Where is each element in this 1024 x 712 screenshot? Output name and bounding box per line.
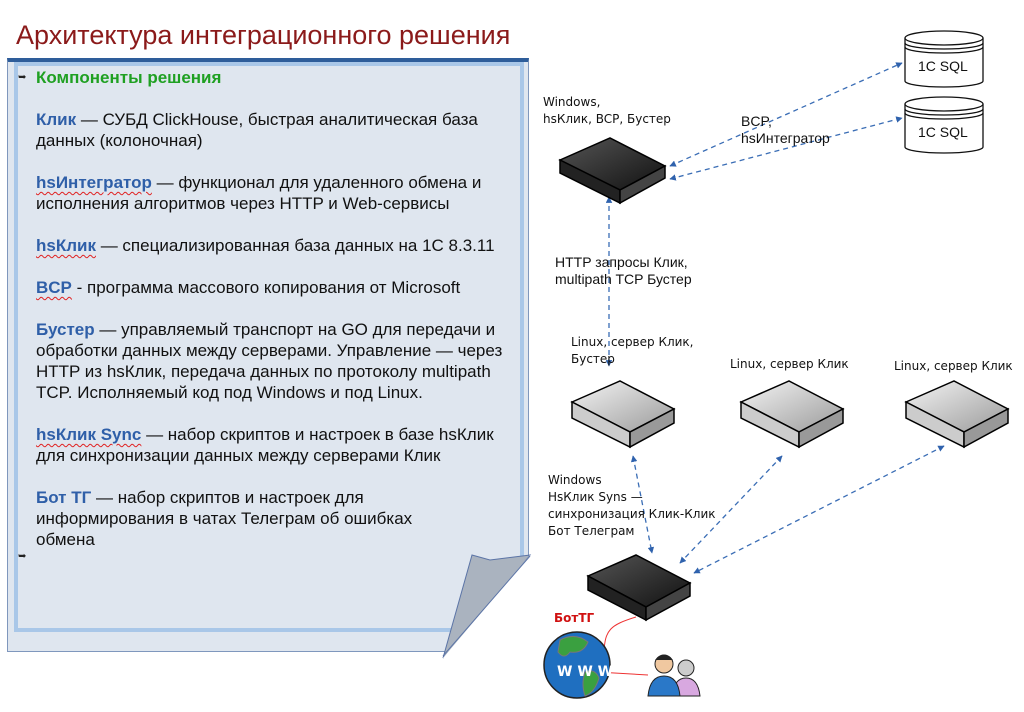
list-item: Бустер — управляемый транспорт на GO для… [36,319,526,403]
components-panel [7,58,529,652]
list-item: Бот ТГ — набор скриптов и настроек для и… [36,487,456,550]
users-icon [647,654,701,697]
bcp-label: hsИнтегратор [741,130,830,146]
server-icon-windows [558,137,667,205]
term: Клик [36,110,77,129]
page-title: Архитектура интеграционного решения [16,20,511,50]
components-list: Компоненты решения Клик — СУБД ClickHous… [36,67,526,571]
list-item: BCP - программа массового копирования от… [36,277,526,298]
bullet-icon: ➥ [18,72,27,83]
list-item: hsКлик Sync — набор скриптов и настроек … [36,424,526,466]
description: — набор скриптов и настроек для информир… [36,488,413,549]
term: hsКлик Sync [36,425,142,444]
server-icon-linux-2 [739,380,845,449]
term: Бот ТГ [36,488,92,507]
term: Бустер [36,320,95,339]
linux1-label: Linux, сервер Клик, [571,335,694,349]
list-item: hsИнтегратор — функционал для удаленного… [36,172,526,214]
globe-icon [543,631,611,699]
server-icon-sync [586,554,692,622]
http-label: HTTP запросы Клик, [555,254,688,270]
term: hsКлик [36,236,96,255]
win-server-label: Windows, [543,95,601,109]
db1-label: 1С SQL [918,58,968,74]
sync-label: синхронизация Клик-Клик [548,507,716,521]
server-icon-linux-1 [570,380,676,449]
sync-label: HsКлик Syns — [548,490,643,504]
term: hsИнтегратор [36,173,152,192]
description: — специализированная база данных на 1С 8… [95,236,495,255]
database-icon [904,30,984,88]
sync-label: Бот Телеграм [548,524,635,538]
description: — набор скриптов и настроек в базе hsКли… [36,425,494,465]
sync-label: Windows [548,473,602,487]
arrow-sync-1 [630,455,655,554]
linux3-label: Linux, сервер Клик [894,359,1013,373]
database-icon [904,96,984,154]
list-item: Клик — СУБД ClickHouse, быстрая аналитич… [36,109,526,151]
http-label: multipath TCP Бустер [555,271,692,287]
globe-text: W W W [557,664,613,680]
server-icon-linux-3 [904,380,1010,449]
win-server-label: hsКлик, BCP, Бустер [543,112,671,126]
description: — управляемый транспорт на GO для переда… [36,320,503,402]
arrow-sync-3 [693,445,945,574]
bullet-icon: ➥ [18,551,27,562]
arrow-bcp-db2 [669,116,903,181]
term: BCP [36,278,72,297]
bot-label: БотТГ [554,611,595,625]
description: — СУБД ClickHouse, быстрая аналитическая… [36,110,478,150]
linux2-label: Linux, сервер Клик [730,357,849,371]
bcp-label: BCP, [741,113,772,129]
db2-label: 1С SQL [918,124,968,140]
arrow-bcp-db1 [669,62,903,167]
panel-heading: Компоненты решения [36,68,222,87]
description: - программа массового копирования от Mic… [71,278,461,297]
linux1-label: Бустер [571,352,615,366]
description: — функционал для удаленного обмена и исп… [36,173,482,213]
components-panel-frame [14,62,524,632]
list-item: hsКлик — специализированная база данных … [36,235,526,256]
